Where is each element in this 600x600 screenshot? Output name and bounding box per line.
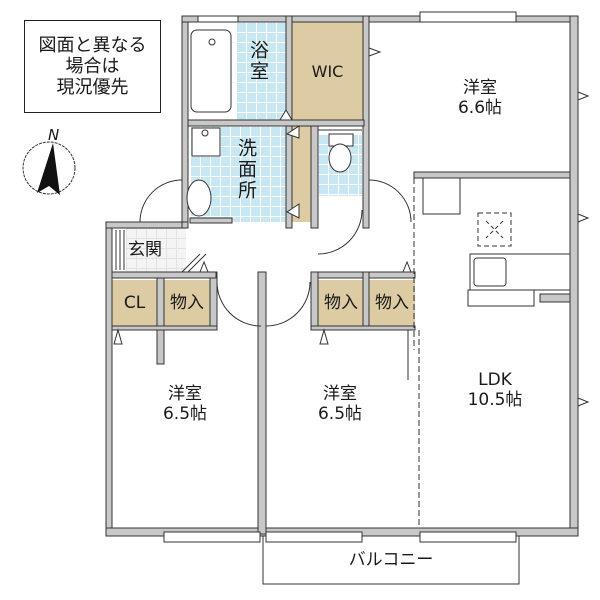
room-entrance: 玄関 bbox=[128, 240, 162, 260]
room-western-ne-label: 洋室 bbox=[463, 78, 497, 98]
room-ldk: LDK 10.5帖 bbox=[455, 370, 535, 410]
washroom-shelf bbox=[292, 126, 311, 222]
room-washroom: 洗面所 bbox=[235, 138, 257, 201]
room-balcony: バルコニー bbox=[348, 550, 434, 570]
entrance-floor bbox=[126, 228, 186, 272]
room-ldk-label: LDK bbox=[478, 370, 512, 390]
room-western-ne: 洋室 6.6帖 bbox=[440, 78, 520, 118]
room-storage-1: 物入 bbox=[170, 293, 204, 313]
room-bath: 浴室 bbox=[247, 40, 269, 82]
cl-area bbox=[112, 280, 157, 326]
storage3-area bbox=[369, 280, 415, 326]
notice-line-2: 場合は bbox=[65, 56, 120, 77]
room-western-s-size: 6.5帖 bbox=[317, 404, 363, 424]
room-cl: CL bbox=[123, 293, 146, 313]
notice-line-3: 現況優先 bbox=[56, 77, 129, 98]
storage1-area bbox=[164, 280, 210, 326]
room-western-s: 洋室 6.5帖 bbox=[300, 384, 380, 424]
room-western-ne-size: 6.6帖 bbox=[457, 98, 503, 118]
room-wic: WIC bbox=[311, 62, 344, 81]
storage2-area bbox=[318, 280, 364, 326]
notice-line-1: 図面と異なる bbox=[38, 35, 147, 56]
bath-floor bbox=[236, 22, 288, 120]
notice-box: 図面と異なる 場合は 現況優先 bbox=[24, 20, 161, 113]
room-western-s-label: 洋室 bbox=[323, 384, 357, 404]
room-storage-3: 物入 bbox=[375, 293, 409, 313]
wic-area bbox=[292, 22, 363, 120]
room-ldk-size: 10.5帖 bbox=[467, 390, 523, 410]
room-storage-2: 物入 bbox=[324, 293, 358, 313]
room-western-sw: 洋室 6.5帖 bbox=[145, 384, 225, 424]
room-western-sw-label: 洋室 bbox=[168, 384, 202, 404]
room-western-sw-size: 6.5帖 bbox=[162, 404, 208, 424]
compass-north-label: N bbox=[48, 126, 60, 144]
